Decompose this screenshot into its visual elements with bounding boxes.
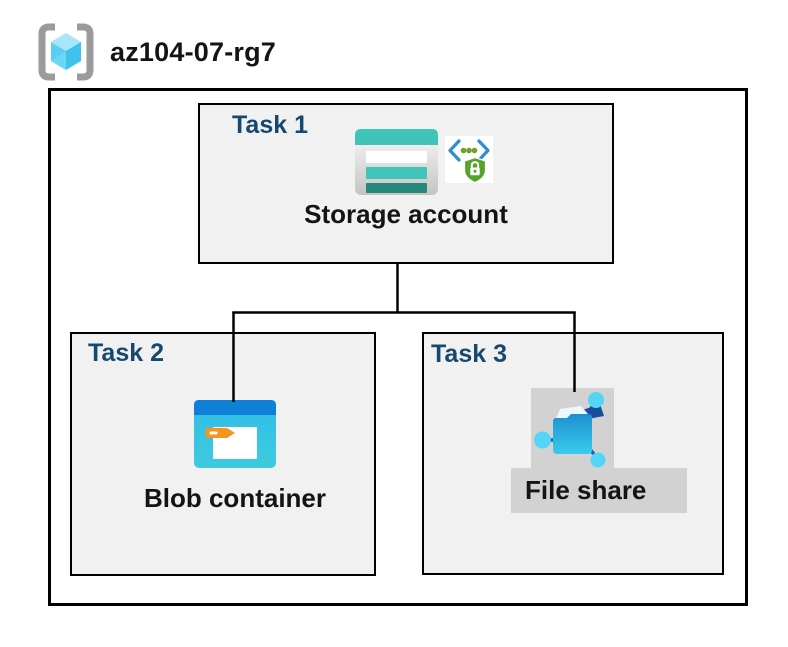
secure-access-key-icon <box>445 136 493 183</box>
file-share-icon-background <box>531 388 614 469</box>
task2-box: Task 2 Blob container <box>70 332 376 576</box>
task3-title: Task 3 <box>431 340 507 368</box>
task3-box: Task 3 File shar <box>422 332 724 575</box>
file-share-icon <box>534 392 606 468</box>
task2-title: Task 2 <box>88 339 164 367</box>
task1-title: Task 1 <box>232 111 308 139</box>
task1-box: Task 1 <box>198 103 614 264</box>
storage-account-label: Storage account <box>304 199 508 229</box>
resource-group-icon <box>34 20 98 84</box>
storage-account-icon <box>355 129 438 195</box>
file-share-label-band: File share <box>511 468 687 513</box>
blob-container-label: Blob container <box>143 483 326 513</box>
blob-container-icon <box>194 400 276 468</box>
file-share-label: File share <box>525 475 647 506</box>
resource-group-label: az104-07-rg7 <box>110 37 276 67</box>
